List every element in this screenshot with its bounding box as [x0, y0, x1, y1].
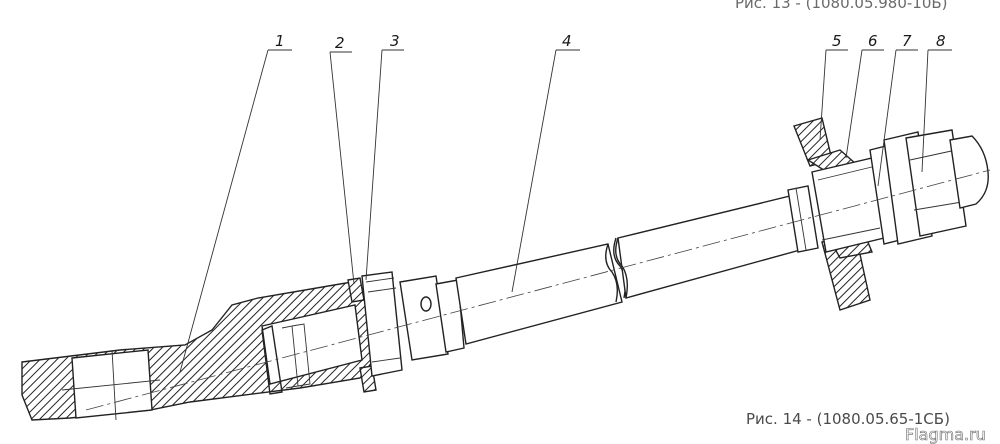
- fork-body: [21, 281, 373, 421]
- callout-6: 6: [845, 32, 884, 159]
- callout-8: 8: [921, 32, 952, 173]
- watermark: Flagma.ru: [905, 425, 986, 444]
- callout-label-2: 2: [335, 34, 345, 52]
- callout-label-6: 6: [868, 32, 878, 50]
- callout-label-7: 7: [902, 32, 912, 50]
- figure-caption: Рис. 14 - (1080.05.65-1СБ): [746, 410, 950, 428]
- top-caption: Рис. 13 - (1080.05.980-10Б): [735, 0, 948, 12]
- callout-3: 3: [365, 32, 404, 281]
- callout-1: 1: [179, 32, 292, 373]
- callout-label-3: 3: [390, 32, 400, 50]
- callout-4: 4: [511, 32, 580, 293]
- callout-label-1: 1: [275, 32, 285, 50]
- callout-5: 5: [819, 32, 848, 141]
- sleeve: [811, 145, 901, 253]
- callout-label-4: 4: [562, 32, 572, 50]
- threaded-nut: [361, 271, 403, 377]
- callout-7: 7: [877, 32, 918, 187]
- center-axis: [85, 169, 991, 411]
- end-nut: [883, 129, 967, 245]
- threaded-end: [949, 135, 989, 209]
- callout-label-8: 8: [936, 32, 946, 50]
- callout-2: 2: [329, 34, 355, 285]
- callout-label-5: 5: [832, 32, 842, 50]
- rod-shaft: [399, 185, 819, 361]
